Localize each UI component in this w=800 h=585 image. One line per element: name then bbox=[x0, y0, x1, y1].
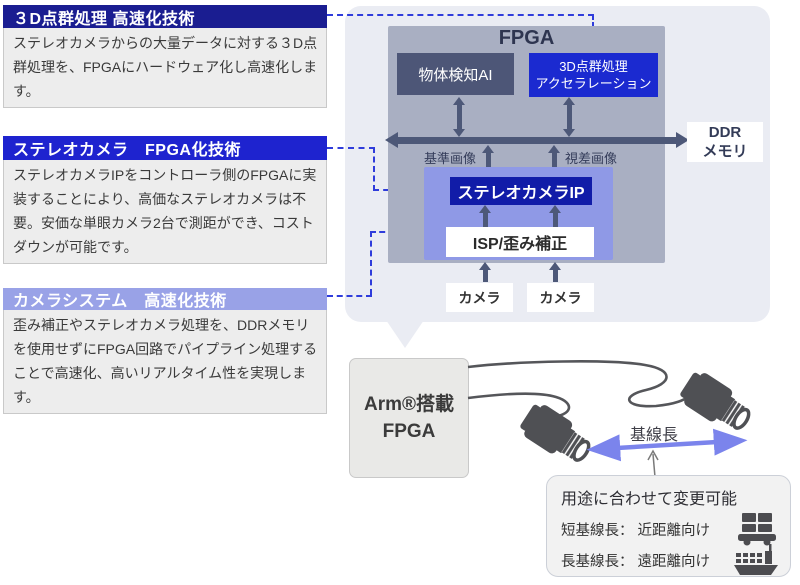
camera2-cable-icon bbox=[467, 360, 691, 408]
stereo-camera-ip-block: ステレオカメラIP bbox=[450, 177, 592, 205]
note-pointer-arrow-icon bbox=[647, 449, 659, 478]
note-short-baseline-row: 短基線長： 近距離向け bbox=[561, 512, 778, 545]
connector-line-stereo bbox=[327, 147, 375, 149]
object-detection-ai-block: 物体検知AI bbox=[397, 53, 514, 95]
ddr-memory-box: DDR メモリ bbox=[687, 122, 763, 162]
callout-stereo-camera: ステレオカメラ FPGA化技術 ステレオカメラIPをコントローラ側のFPGAに実… bbox=[3, 136, 327, 264]
callout-camsys-body: 歪み補正やステレオカメラ処理を、DDRメモリを使用せずにFPGA回路でパイプライ… bbox=[3, 310, 327, 414]
baseline-arrow-icon bbox=[586, 428, 748, 462]
callout-3d-pointcloud: ３D点群処理 高速化技術 ステレオカメラからの大量データに対する３D点群処理を、… bbox=[3, 5, 327, 108]
callout-stereo-body: ステレオカメラIPをコントローラ側のFPGAに実装することにより、高価なステレオ… bbox=[3, 160, 327, 264]
up-arrow-disparity-image-icon bbox=[548, 145, 560, 168]
connector-line-camsys bbox=[327, 295, 372, 297]
accel-line2: アクセラレーション bbox=[535, 76, 652, 91]
baseline-label: 基線長 bbox=[630, 427, 679, 444]
callout-camsys-title: カメラシステム 高速化技術 bbox=[3, 288, 327, 310]
note-short-label: 短基線長： 近距離向け bbox=[561, 522, 711, 539]
camera2-icon bbox=[680, 372, 751, 430]
cargo-ship-icon bbox=[734, 544, 778, 575]
note-title: 用途に合わせて変更可能 bbox=[561, 491, 738, 508]
double-arrow-ai-bus-icon bbox=[453, 97, 465, 137]
speech-bubble-tail bbox=[386, 320, 424, 348]
baseline-note-box: 用途に合わせて変更可能 短基線長： 近距離向け 長基線長： 遠距離向け bbox=[546, 475, 791, 577]
callout-3d-title: ３D点群処理 高速化技術 bbox=[3, 5, 327, 28]
double-arrow-accel-bus-icon bbox=[563, 97, 575, 137]
disparity-image-label: 視差画像 bbox=[565, 151, 618, 166]
connector-line-camsys-rise bbox=[370, 231, 372, 295]
up-arrow-isp-right-icon bbox=[549, 205, 561, 227]
callout-3d-body: ステレオカメラからの大量データに対する３D点群処理を、FPGAにハードウェア化し… bbox=[3, 28, 327, 108]
note-long-baseline-row: 長基線長： 遠距離向け bbox=[561, 544, 778, 575]
arm-line1: Arm®搭載 bbox=[363, 394, 454, 415]
camera1-box: カメラ bbox=[446, 283, 513, 312]
ddr-line1: DDR bbox=[708, 124, 742, 141]
arm-line2: FPGA bbox=[382, 421, 436, 442]
fpga-title: FPGA bbox=[498, 27, 555, 49]
connector-line-3d bbox=[327, 14, 594, 16]
arm-fpga-box: Arm®搭載 FPGA bbox=[349, 358, 469, 478]
ddr-line2: メモリ bbox=[702, 143, 748, 160]
camera1-icon bbox=[520, 404, 591, 462]
callout-camera-system: カメラシステム 高速化技術 歪み補正やステレオカメラ処理を、DDRメモリを使用せ… bbox=[3, 288, 327, 414]
pointcloud-acceleration-block: 3D点群処理 アクセラレーション bbox=[529, 53, 658, 97]
agv-cart-icon bbox=[738, 512, 776, 545]
memory-bus-arrow-icon bbox=[385, 132, 689, 148]
up-arrow-camera1-icon bbox=[479, 262, 491, 282]
up-arrow-camera2-icon bbox=[549, 262, 561, 282]
up-arrow-ref-image-icon bbox=[482, 145, 494, 168]
callout-stereo-title: ステレオカメラ FPGA化技術 bbox=[3, 136, 327, 160]
reference-image-label: 基準画像 bbox=[424, 151, 477, 166]
note-long-label: 長基線長： 遠距離向け bbox=[561, 553, 711, 570]
camera2-box: カメラ bbox=[527, 283, 594, 312]
connector-line-stereo-drop bbox=[373, 147, 375, 191]
accel-line1: 3D点群処理 bbox=[559, 59, 628, 74]
isp-distortion-block: ISP/歪み補正 bbox=[446, 227, 594, 257]
up-arrow-isp-left-icon bbox=[479, 205, 491, 227]
stereo-cameras-illustration bbox=[467, 360, 751, 478]
